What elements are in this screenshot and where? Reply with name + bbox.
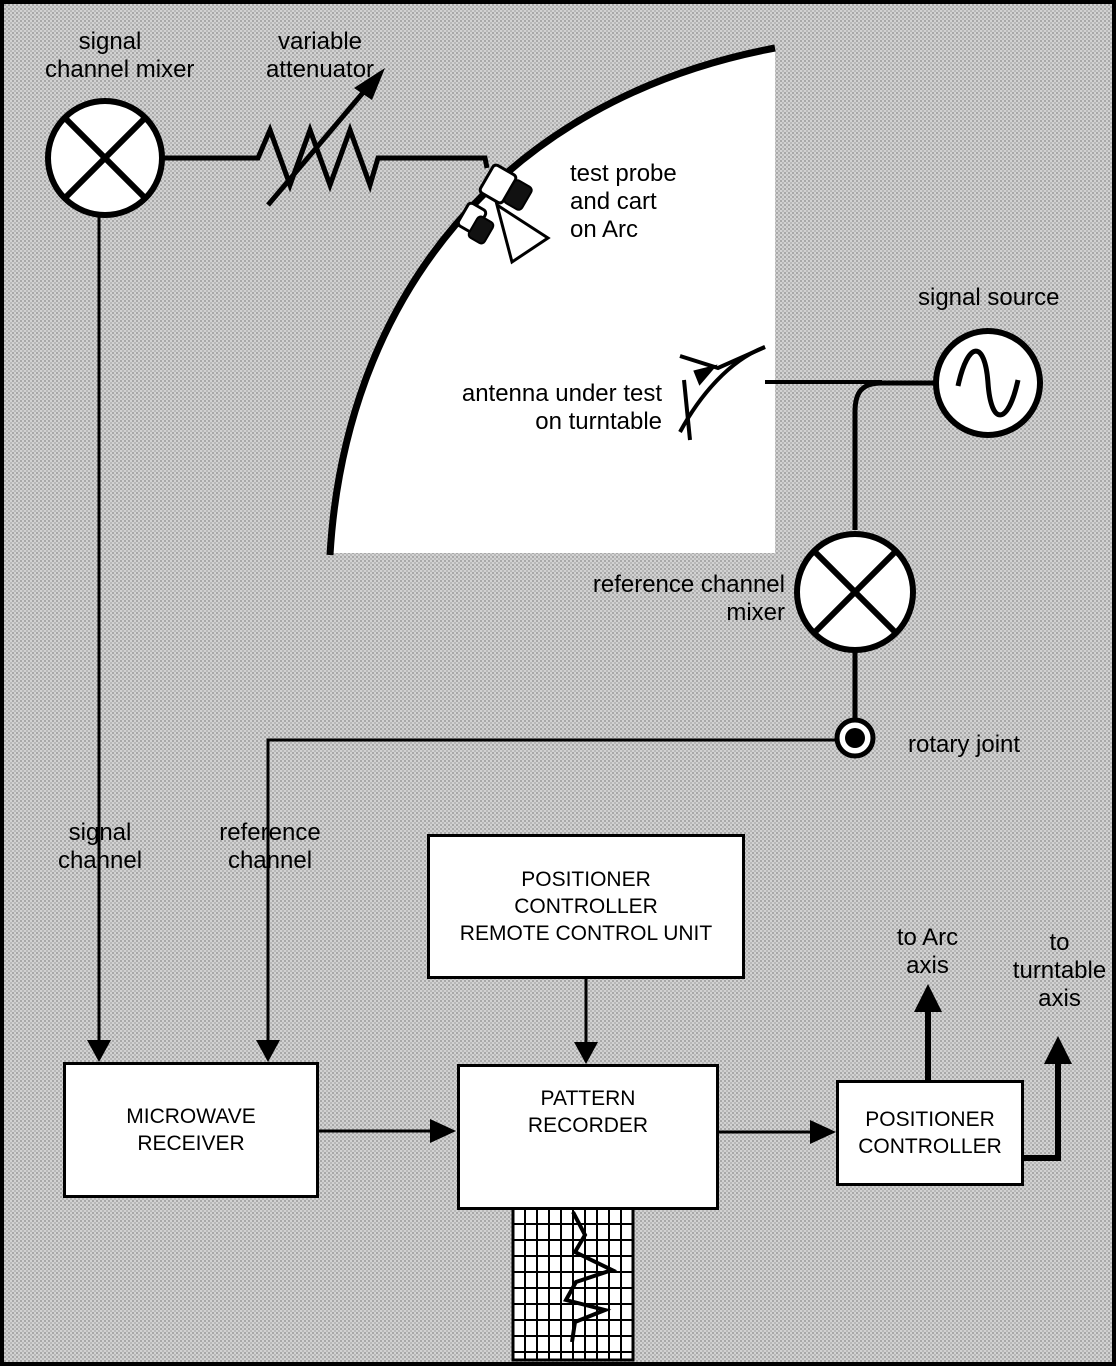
reference-arrow-head <box>256 1040 280 1062</box>
rotary-joint-label: rotary joint <box>908 731 1021 758</box>
rotary-joint-icon <box>834 717 876 759</box>
reference-channel-mixer-icon <box>794 531 916 653</box>
reference-channel-label: reference channel <box>219 819 321 874</box>
signal-channel-mixer-label: signal channel mixer <box>45 28 195 83</box>
to-arc-axis-arrow-head <box>914 984 942 1012</box>
variable-attenuator-label: variable attenuator <box>265 28 375 83</box>
remote-control-unit-box: POSITIONER CONTROLLER REMOTE CONTROL UNI… <box>427 834 745 979</box>
signal-channel-label: signal channel <box>57 819 143 874</box>
to-turntable-axis-wire <box>1022 1062 1061 1161</box>
arc <box>326 44 776 556</box>
signal-source-icon <box>933 328 1043 438</box>
antenna-under-test-label: antenna under test on turntable <box>461 380 662 435</box>
signal-source-label: signal source <box>918 284 1060 311</box>
pattern-recorder-box: PATTERN RECORDER <box>457 1064 719 1210</box>
signal-channel-mixer-icon <box>45 98 165 218</box>
strip-chart-icon <box>511 1206 635 1362</box>
to-turntable-axis-arrow-head <box>1044 1036 1072 1064</box>
test-probe-label: test probe and cart on Arc <box>570 160 677 243</box>
microwave-receiver-box: MICROWAVE RECEIVER <box>63 1062 319 1198</box>
reference-channel-wire <box>266 738 837 1045</box>
range-area <box>330 48 775 555</box>
antenna-under-test-icon <box>678 345 882 441</box>
variable-attenuator-icon <box>162 68 490 207</box>
remote-arrow-head <box>574 1042 598 1064</box>
source-feed-wire <box>852 380 936 530</box>
signal-arrow-head <box>87 1040 111 1062</box>
test-probe-cart-icon <box>456 163 551 265</box>
recorder-arrow-head <box>810 1120 836 1144</box>
reference-channel-mixer-label: reference channel mixer <box>592 571 785 626</box>
to-arc-axis-label: to Arc axis <box>896 924 959 979</box>
receiver-arrow-head <box>430 1119 456 1143</box>
to-turntable-axis-label: to turntable axis <box>1012 929 1107 1012</box>
positioner-controller-box: POSITIONER CONTROLLER <box>836 1080 1024 1186</box>
